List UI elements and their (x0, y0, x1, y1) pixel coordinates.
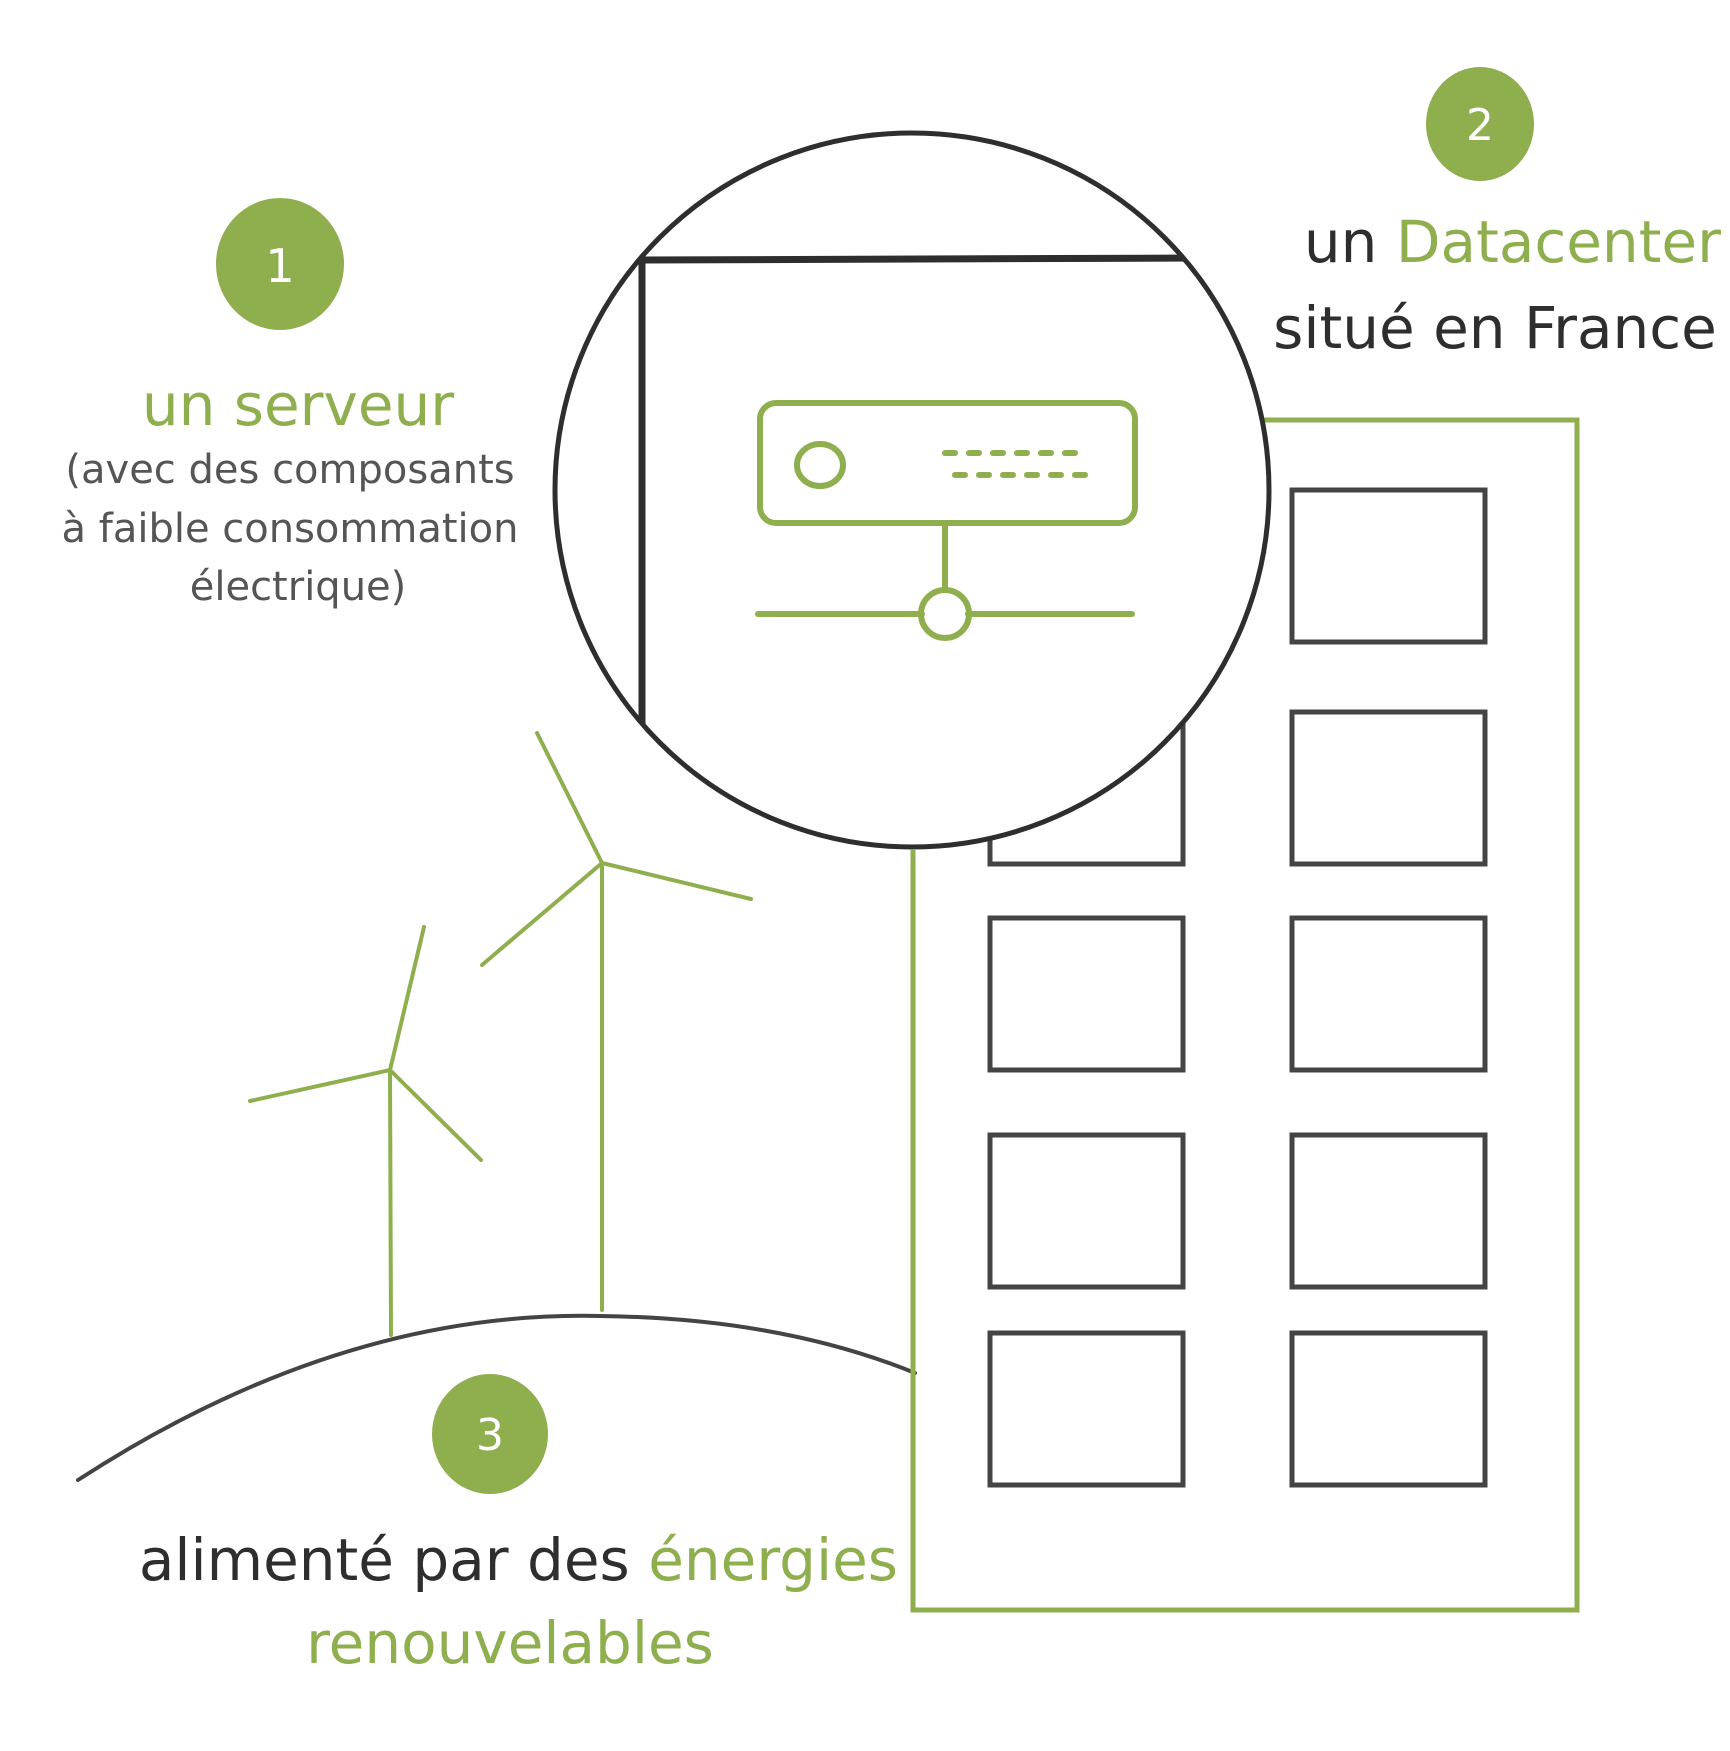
wind-turbine-icon (480, 731, 753, 1312)
step-3-badge: 3 (432, 1374, 548, 1494)
building-window (1289, 1132, 1488, 1290)
step-1-title: un serveur (142, 371, 454, 439)
building-window (1289, 1330, 1488, 1488)
step-1-badge: 1 (216, 198, 344, 330)
building-window (987, 915, 1186, 1073)
step-1-number: 1 (265, 239, 294, 293)
step-3-prefix: alimenté par des (139, 1526, 648, 1594)
hill-icon (76, 1313, 917, 1482)
wind-turbine-icon (248, 925, 483, 1337)
step-3-line-1: alimenté par des énergies (47, 1526, 954, 1594)
step-1-desc-line-3: électrique) (190, 564, 407, 610)
building-window (1289, 709, 1488, 867)
step-2-highlight: Datacenter (1396, 208, 1721, 276)
step-3-number: 3 (476, 1410, 504, 1461)
step-3-highlight: énergies (648, 1526, 898, 1594)
building-window (987, 1330, 1186, 1488)
step-1-desc-line-2: à faible consommation (62, 506, 519, 552)
step-2-prefix: un (1304, 208, 1396, 276)
magnifier-lens (552, 130, 1272, 850)
building-window (987, 1132, 1186, 1290)
building-window (1289, 487, 1488, 645)
step-2-badge: 2 (1426, 67, 1534, 181)
building-outline (910, 417, 1580, 1613)
server-icon (755, 400, 1138, 641)
step-1-desc-line-1: (avec des composants (65, 447, 514, 493)
step-2-number: 2 (1466, 100, 1494, 151)
step-2-line-2: situé en France (1273, 294, 1717, 362)
building-window (1289, 915, 1488, 1073)
step-2-line-1: un Datacenter (1212, 208, 1730, 276)
step-3-line-2: renouvelables (306, 1609, 714, 1677)
